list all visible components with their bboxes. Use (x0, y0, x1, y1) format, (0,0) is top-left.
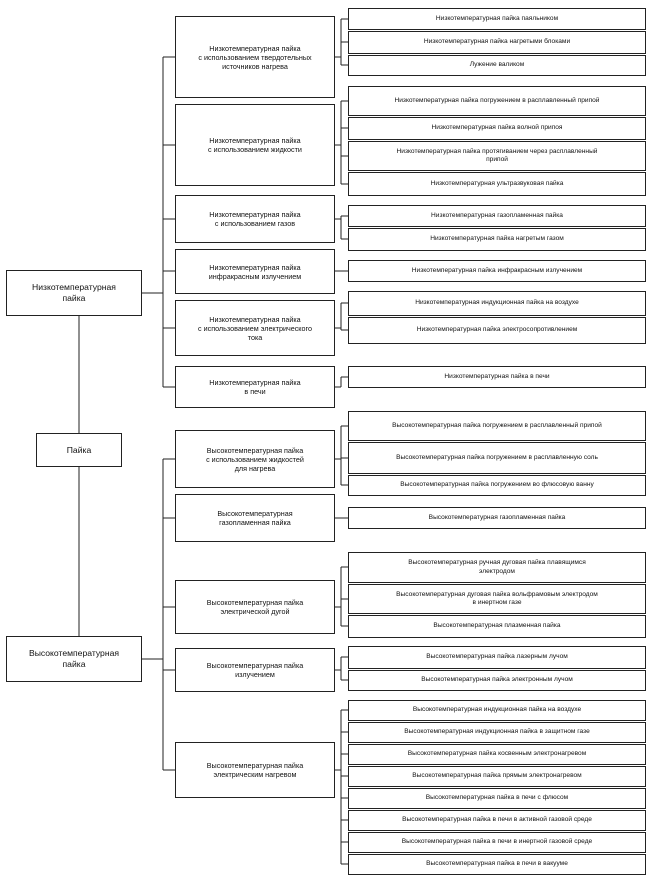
item-high-direct-electric: Высокотемпературная пайка прямым электро… (348, 766, 646, 787)
item-low-resistance: Низкотемпературная пайка электросопротив… (348, 317, 646, 344)
group-high-radiation: Высокотемпературная пайка излучением (175, 648, 335, 692)
group-low-liquid: Низкотемпературная пайка с использование… (175, 104, 335, 186)
item-high-flux-bath: Высокотемпературная пайка погружением во… (348, 475, 646, 496)
group-low-gas: Низкотемпературная пайка с использование… (175, 195, 335, 243)
item-low-roller-tinning: Лужение валиком (348, 55, 646, 76)
item-high-furnace-active-gas: Высокотемпературная пайка в печи в актив… (348, 810, 646, 831)
group-low-furnace: Низкотемпературная пайка в печи (175, 366, 335, 408)
group-low-infrared: Низкотемпературная пайка инфракрасным из… (175, 249, 335, 294)
item-low-dip: Низкотемпературная пайка погружением в р… (348, 86, 646, 116)
group-low-solid-heat: Низкотемпературная пайка с использование… (175, 16, 335, 98)
group-high-gas-flame: Высокотемпературная газопламенная пайка (175, 494, 335, 542)
item-high-salt-bath: Высокотемпературная пайка погружением в … (348, 442, 646, 474)
item-high-manual-arc: Высокотемпературная ручная дуговая пайка… (348, 552, 646, 583)
item-high-dip-solder: Высокотемпературная пайка погружением в … (348, 411, 646, 441)
item-high-indirect-electric: Высокотемпературная пайка косвенным элек… (348, 744, 646, 765)
item-high-induction-air: Высокотемпературная индукционная пайка н… (348, 700, 646, 721)
item-low-gas-flame: Низкотемпературная газопламенная пайка (348, 205, 646, 227)
item-high-induction-shield-gas: Высокотемпературная индукционная пайка в… (348, 722, 646, 743)
item-high-gas-flame: Высокотемпературная газопламенная пайка (348, 507, 646, 529)
item-low-hot-gas: Низкотемпературная пайка нагретым газом (348, 228, 646, 251)
root-box: Пайка (36, 433, 122, 467)
group-high-electric-heat: Высокотемпературная пайка электрическим … (175, 742, 335, 798)
branch-high-temp-box: Высокотемпературная пайка (6, 636, 142, 682)
item-low-ultrasonic: Низкотемпературная ультразвуковая пайка (348, 172, 646, 196)
item-high-tig-arc: Высокотемпературная дуговая пайка вольфр… (348, 584, 646, 614)
item-low-heated-blocks: Низкотемпературная пайка нагретыми блока… (348, 31, 646, 54)
group-high-arc: Высокотемпературная пайка электрической … (175, 580, 335, 634)
group-low-electric: Низкотемпературная пайка с использование… (175, 300, 335, 356)
item-high-electron-beam: Высокотемпературная пайка электронным лу… (348, 670, 646, 691)
item-low-induction-air: Низкотемпературная индукционная пайка на… (348, 291, 646, 316)
root-label: Пайка (66, 444, 92, 455)
item-low-drag: Низкотемпературная пайка протягиванием ч… (348, 141, 646, 171)
branch-high-temp-label: Высокотемпературная пайка (28, 648, 120, 669)
item-low-furnace: Низкотемпературная пайка в печи (348, 366, 646, 388)
item-high-furnace-flux: Высокотемпературная пайка в печи с флюсо… (348, 788, 646, 809)
item-low-soldering-iron: Низкотемпературная пайка паяльником (348, 8, 646, 30)
item-high-laser: Высокотемпературная пайка лазерным лучом (348, 646, 646, 669)
item-high-plasma: Высокотемпературная плазменная пайка (348, 615, 646, 638)
item-low-wave: Низкотемпературная пайка волной припоя (348, 117, 646, 140)
group-high-liquid: Высокотемпературная пайка с использовани… (175, 430, 335, 488)
branch-low-temp-box: Низкотемпературная пайка (6, 270, 142, 316)
item-low-infrared: Низкотемпературная пайка инфракрасным из… (348, 260, 646, 282)
item-high-furnace-vacuum: Высокотемпературная пайка в печи в вакуу… (348, 854, 646, 875)
branch-low-temp-label: Низкотемпературная пайка (32, 282, 116, 303)
item-high-furnace-inert-gas: Высокотемпературная пайка в печи в инерт… (348, 832, 646, 853)
